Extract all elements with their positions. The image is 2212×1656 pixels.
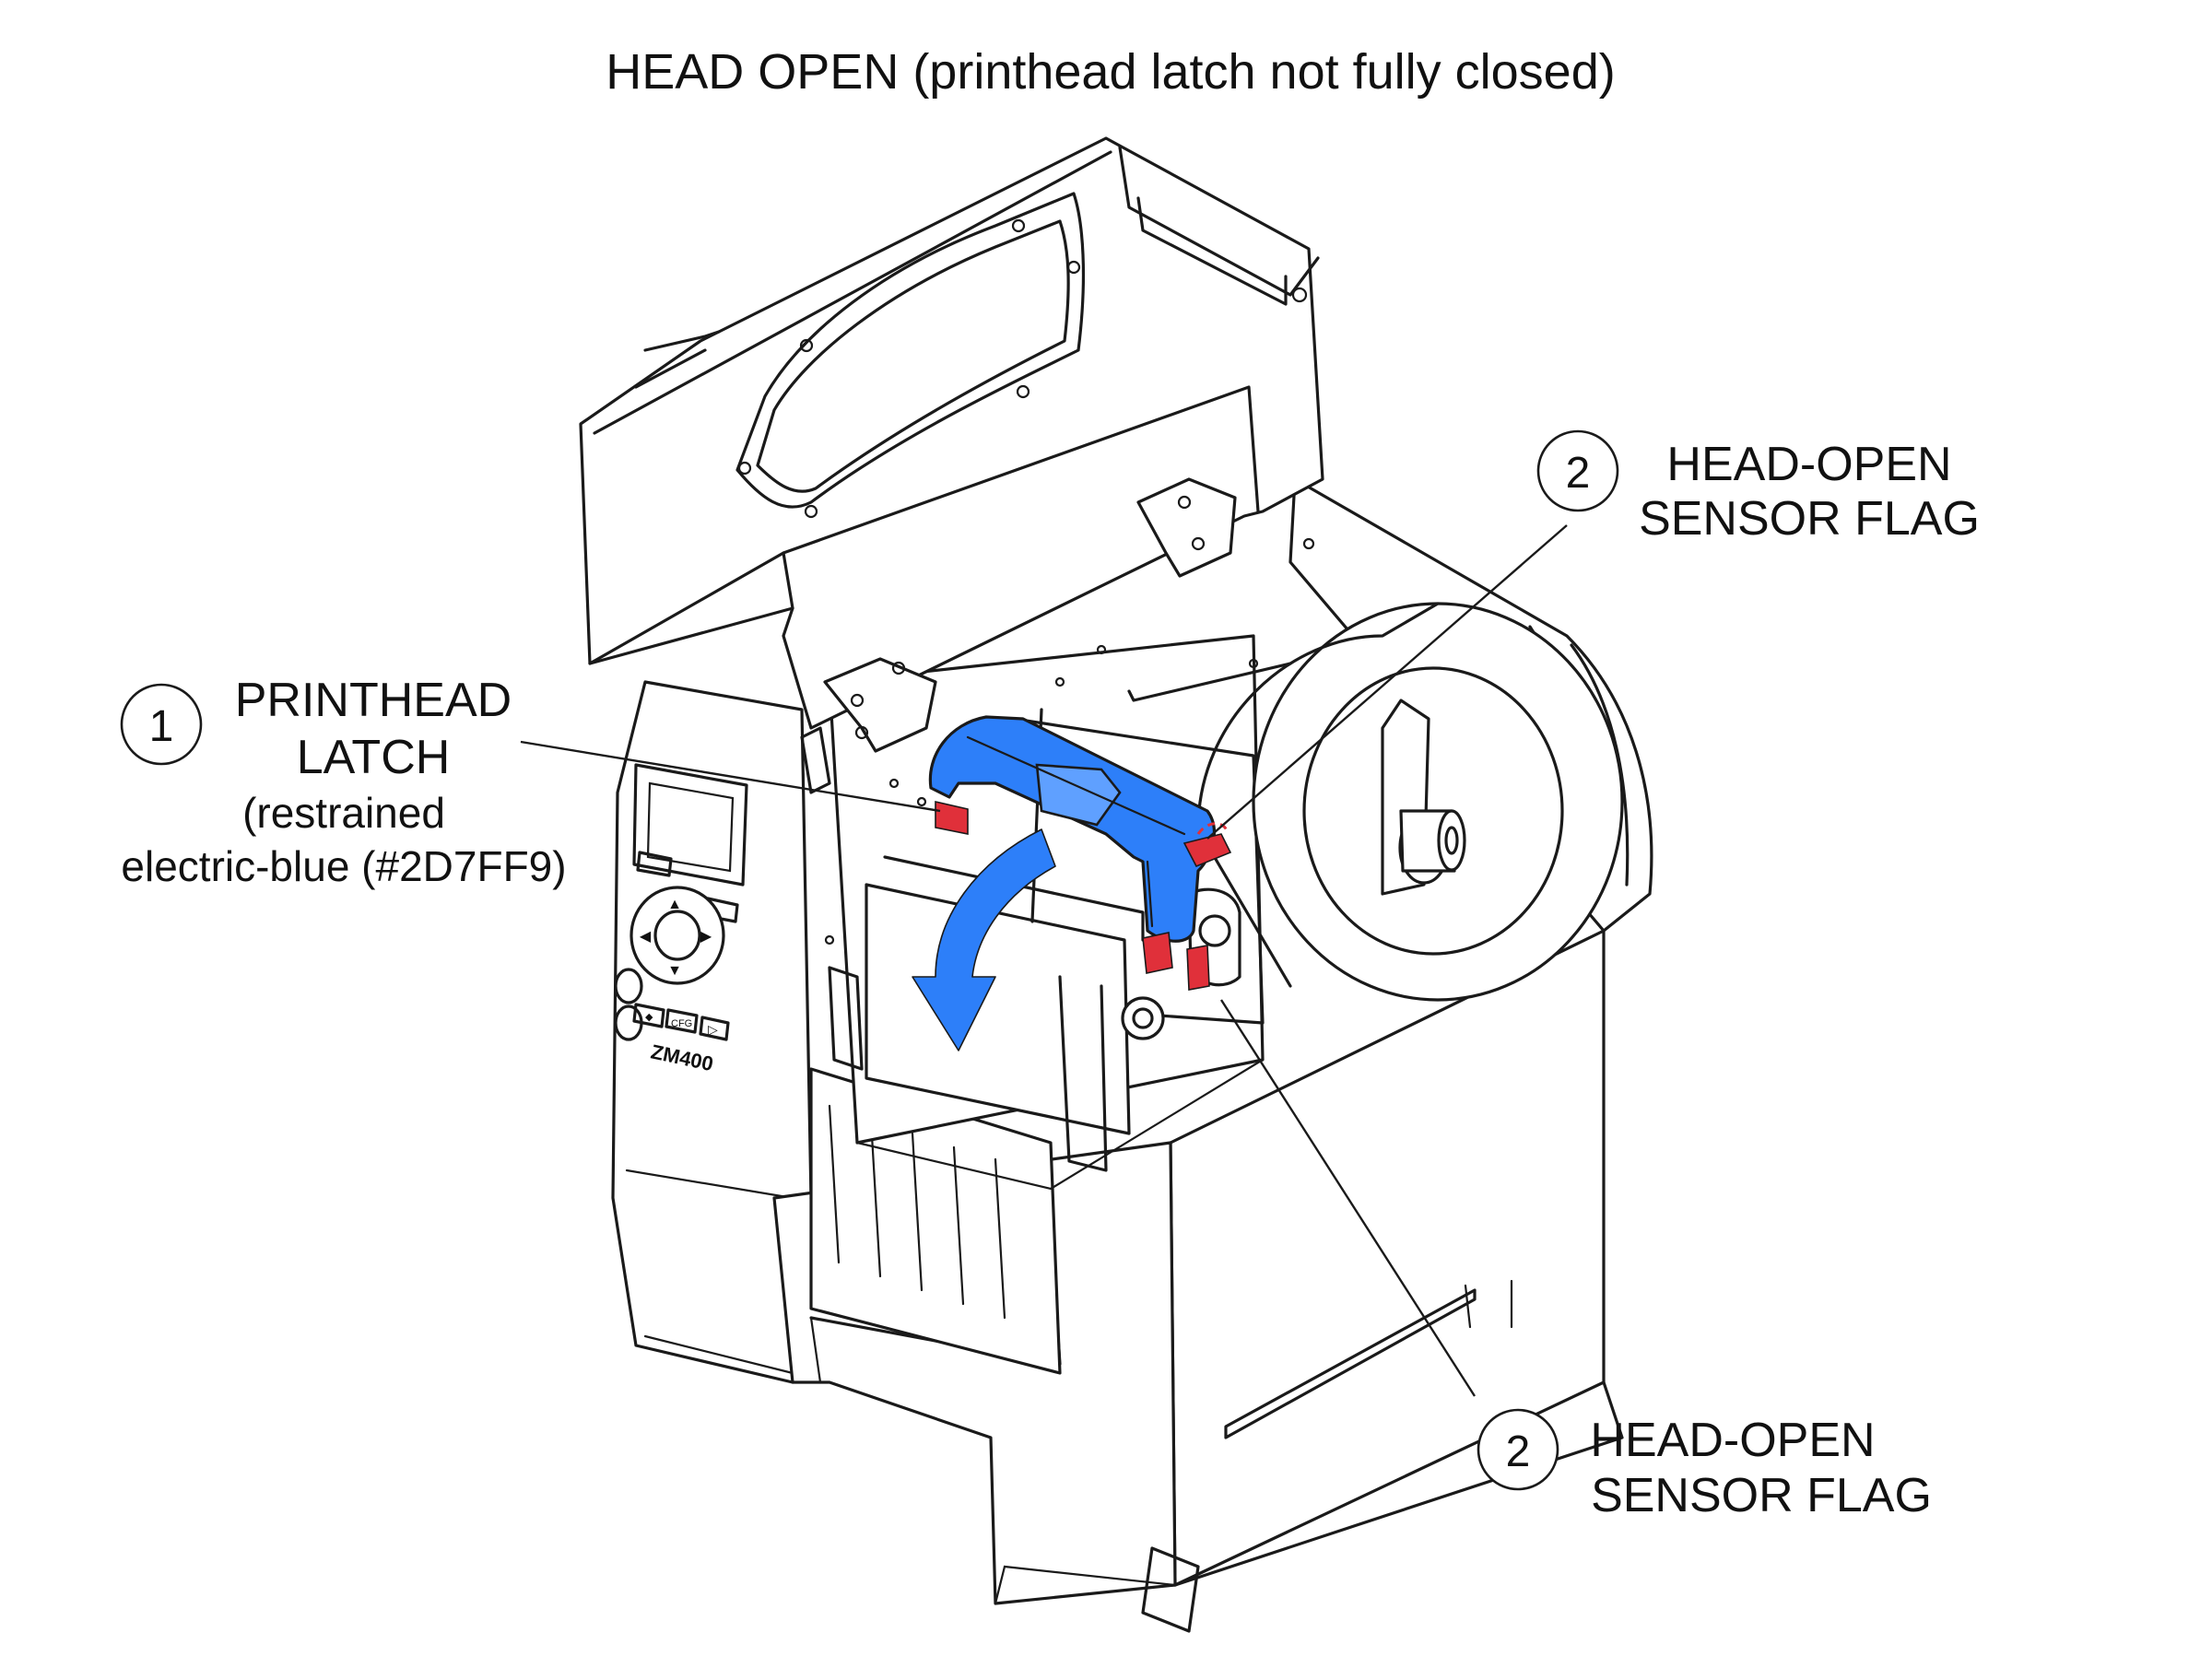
keypad-label-mid: CFG [671, 1018, 692, 1029]
callout-label-line: HEAD-OPEN [1666, 438, 1951, 491]
svg-text:◀: ◀ [640, 929, 652, 945]
callout-sensor-flag-lower: 2 HEAD-OPEN SENSOR FLAG [1477, 1408, 1932, 1522]
sensor-flag-lower-right [1186, 945, 1210, 991]
sensor-flag-latch [935, 800, 969, 835]
keypad-label-left: ◆ [645, 1012, 653, 1023]
callout-note-line: electric-blue (#2D7FF9) [121, 842, 566, 890]
callout-label-line: PRINTHEAD [235, 674, 512, 727]
media-roll [1196, 602, 1624, 1002]
callout-label-line: SENSOR FLAG [1591, 1469, 1932, 1522]
callout-circle [1477, 1408, 1559, 1491]
callout-number: 1 [149, 702, 174, 751]
sensor-flag-lower-left [1142, 932, 1173, 974]
leader-line-latch [520, 740, 941, 813]
callout-number: 2 [1566, 449, 1591, 498]
diagram-title: HEAD OPEN (printhead latch not fully clo… [606, 44, 1615, 100]
lid-window [735, 192, 1086, 509]
svg-text:▲: ▲ [667, 897, 682, 912]
printhead-assembly [828, 708, 1265, 1172]
callout-label-line: HEAD-OPEN [1590, 1414, 1875, 1467]
svg-text:▶: ▶ [700, 929, 712, 945]
callout-printhead-latch: 1 PRINTHEAD LATCH (restrained electric-b… [120, 674, 567, 890]
callout-circle [1536, 429, 1619, 512]
callout-label-line: LATCH [297, 731, 451, 784]
leader-line-sensor-upper [1206, 524, 1568, 840]
svg-text:▷: ▷ [708, 1022, 718, 1037]
callout-note-line: (restrained [242, 789, 445, 837]
callout-sensor-flag-upper: 2 HEAD-OPEN SENSOR FLAG [1536, 429, 1980, 546]
head-open-sensor-flags [935, 800, 1232, 991]
media-cover-lid [579, 136, 1324, 794]
svg-text:▼: ▼ [667, 963, 682, 979]
callout-circle [120, 683, 203, 766]
leader-line-sensor-lower [1219, 999, 1477, 1397]
lid-hinge-right [1136, 477, 1237, 578]
callout-number: 2 [1506, 1427, 1531, 1476]
keypad: ▲ ▼ ◀ ▶ ◆ CFG ▷ ZM400 [614, 851, 739, 1075]
callout-label-line: SENSOR FLAG [1639, 492, 1980, 546]
close-latch-arrow [912, 828, 1056, 1051]
